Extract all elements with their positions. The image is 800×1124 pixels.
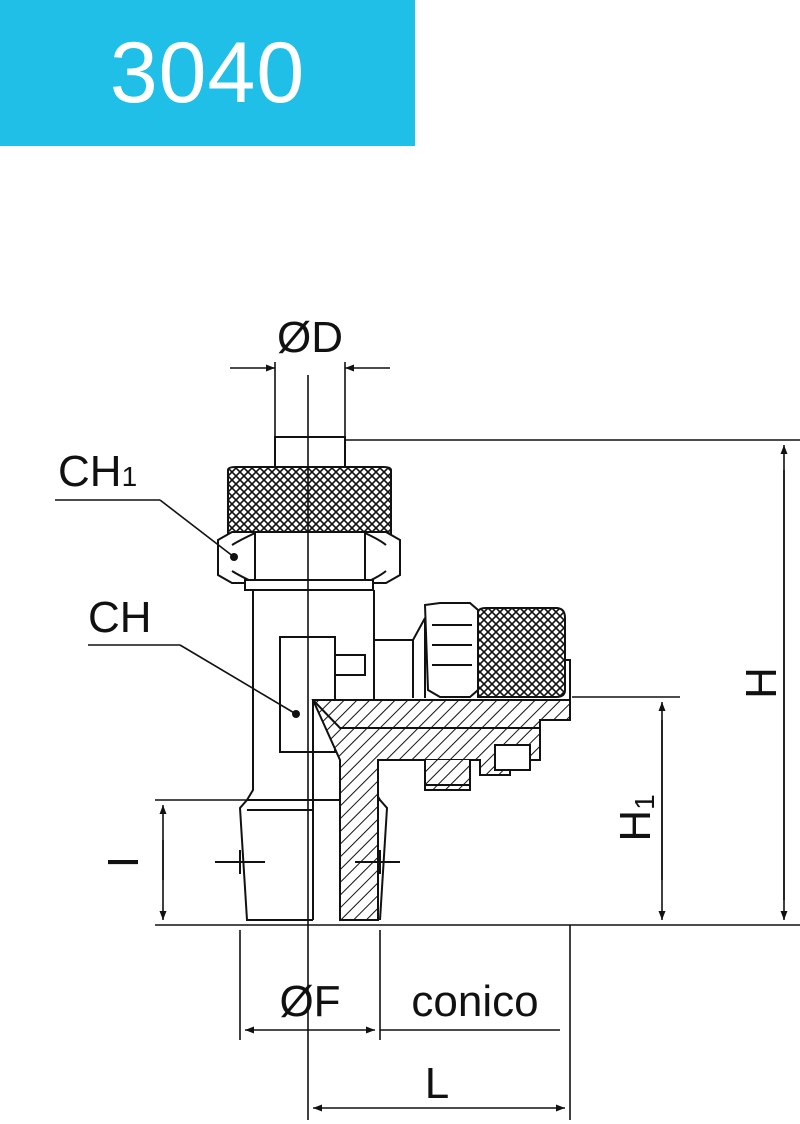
side-branch (374, 602, 571, 700)
hex-nut-ch1 (217, 531, 401, 591)
dimension-d (230, 362, 390, 437)
label-ch: CH (88, 593, 152, 642)
label-i: I (99, 856, 148, 868)
label-conico: conico (411, 977, 538, 1026)
part-code-badge: 3040 (0, 0, 415, 146)
leader-ch-dot (292, 710, 300, 718)
label-h1-main: H (611, 810, 660, 842)
label-ch1-sub: 1 (122, 461, 138, 492)
label-ch1-main: CH (58, 447, 122, 496)
leader-ch1-dot (230, 553, 238, 561)
dimension-f (239, 930, 560, 1040)
label-diameter-d: ØD (277, 313, 343, 362)
leader-ch1 (55, 499, 235, 558)
label-h: H (737, 667, 786, 699)
leader-ch (88, 644, 297, 715)
dimension-i (155, 799, 247, 920)
label-ch1: CH1 (58, 447, 137, 496)
label-l: L (425, 1059, 449, 1108)
dimension-h (345, 439, 800, 920)
part-code: 3040 (109, 24, 306, 121)
cut-section (311, 699, 571, 921)
knurled-nut (227, 466, 392, 536)
label-h1: H1 (611, 794, 660, 841)
svg-text:H1: H1 (611, 794, 660, 841)
dimension-l (313, 925, 571, 1120)
tube (274, 436, 346, 468)
threaded-end (215, 700, 400, 921)
dimension-h1 (572, 696, 680, 920)
label-diameter-f: ØF (279, 977, 340, 1026)
label-h1-sub: 1 (629, 794, 660, 810)
